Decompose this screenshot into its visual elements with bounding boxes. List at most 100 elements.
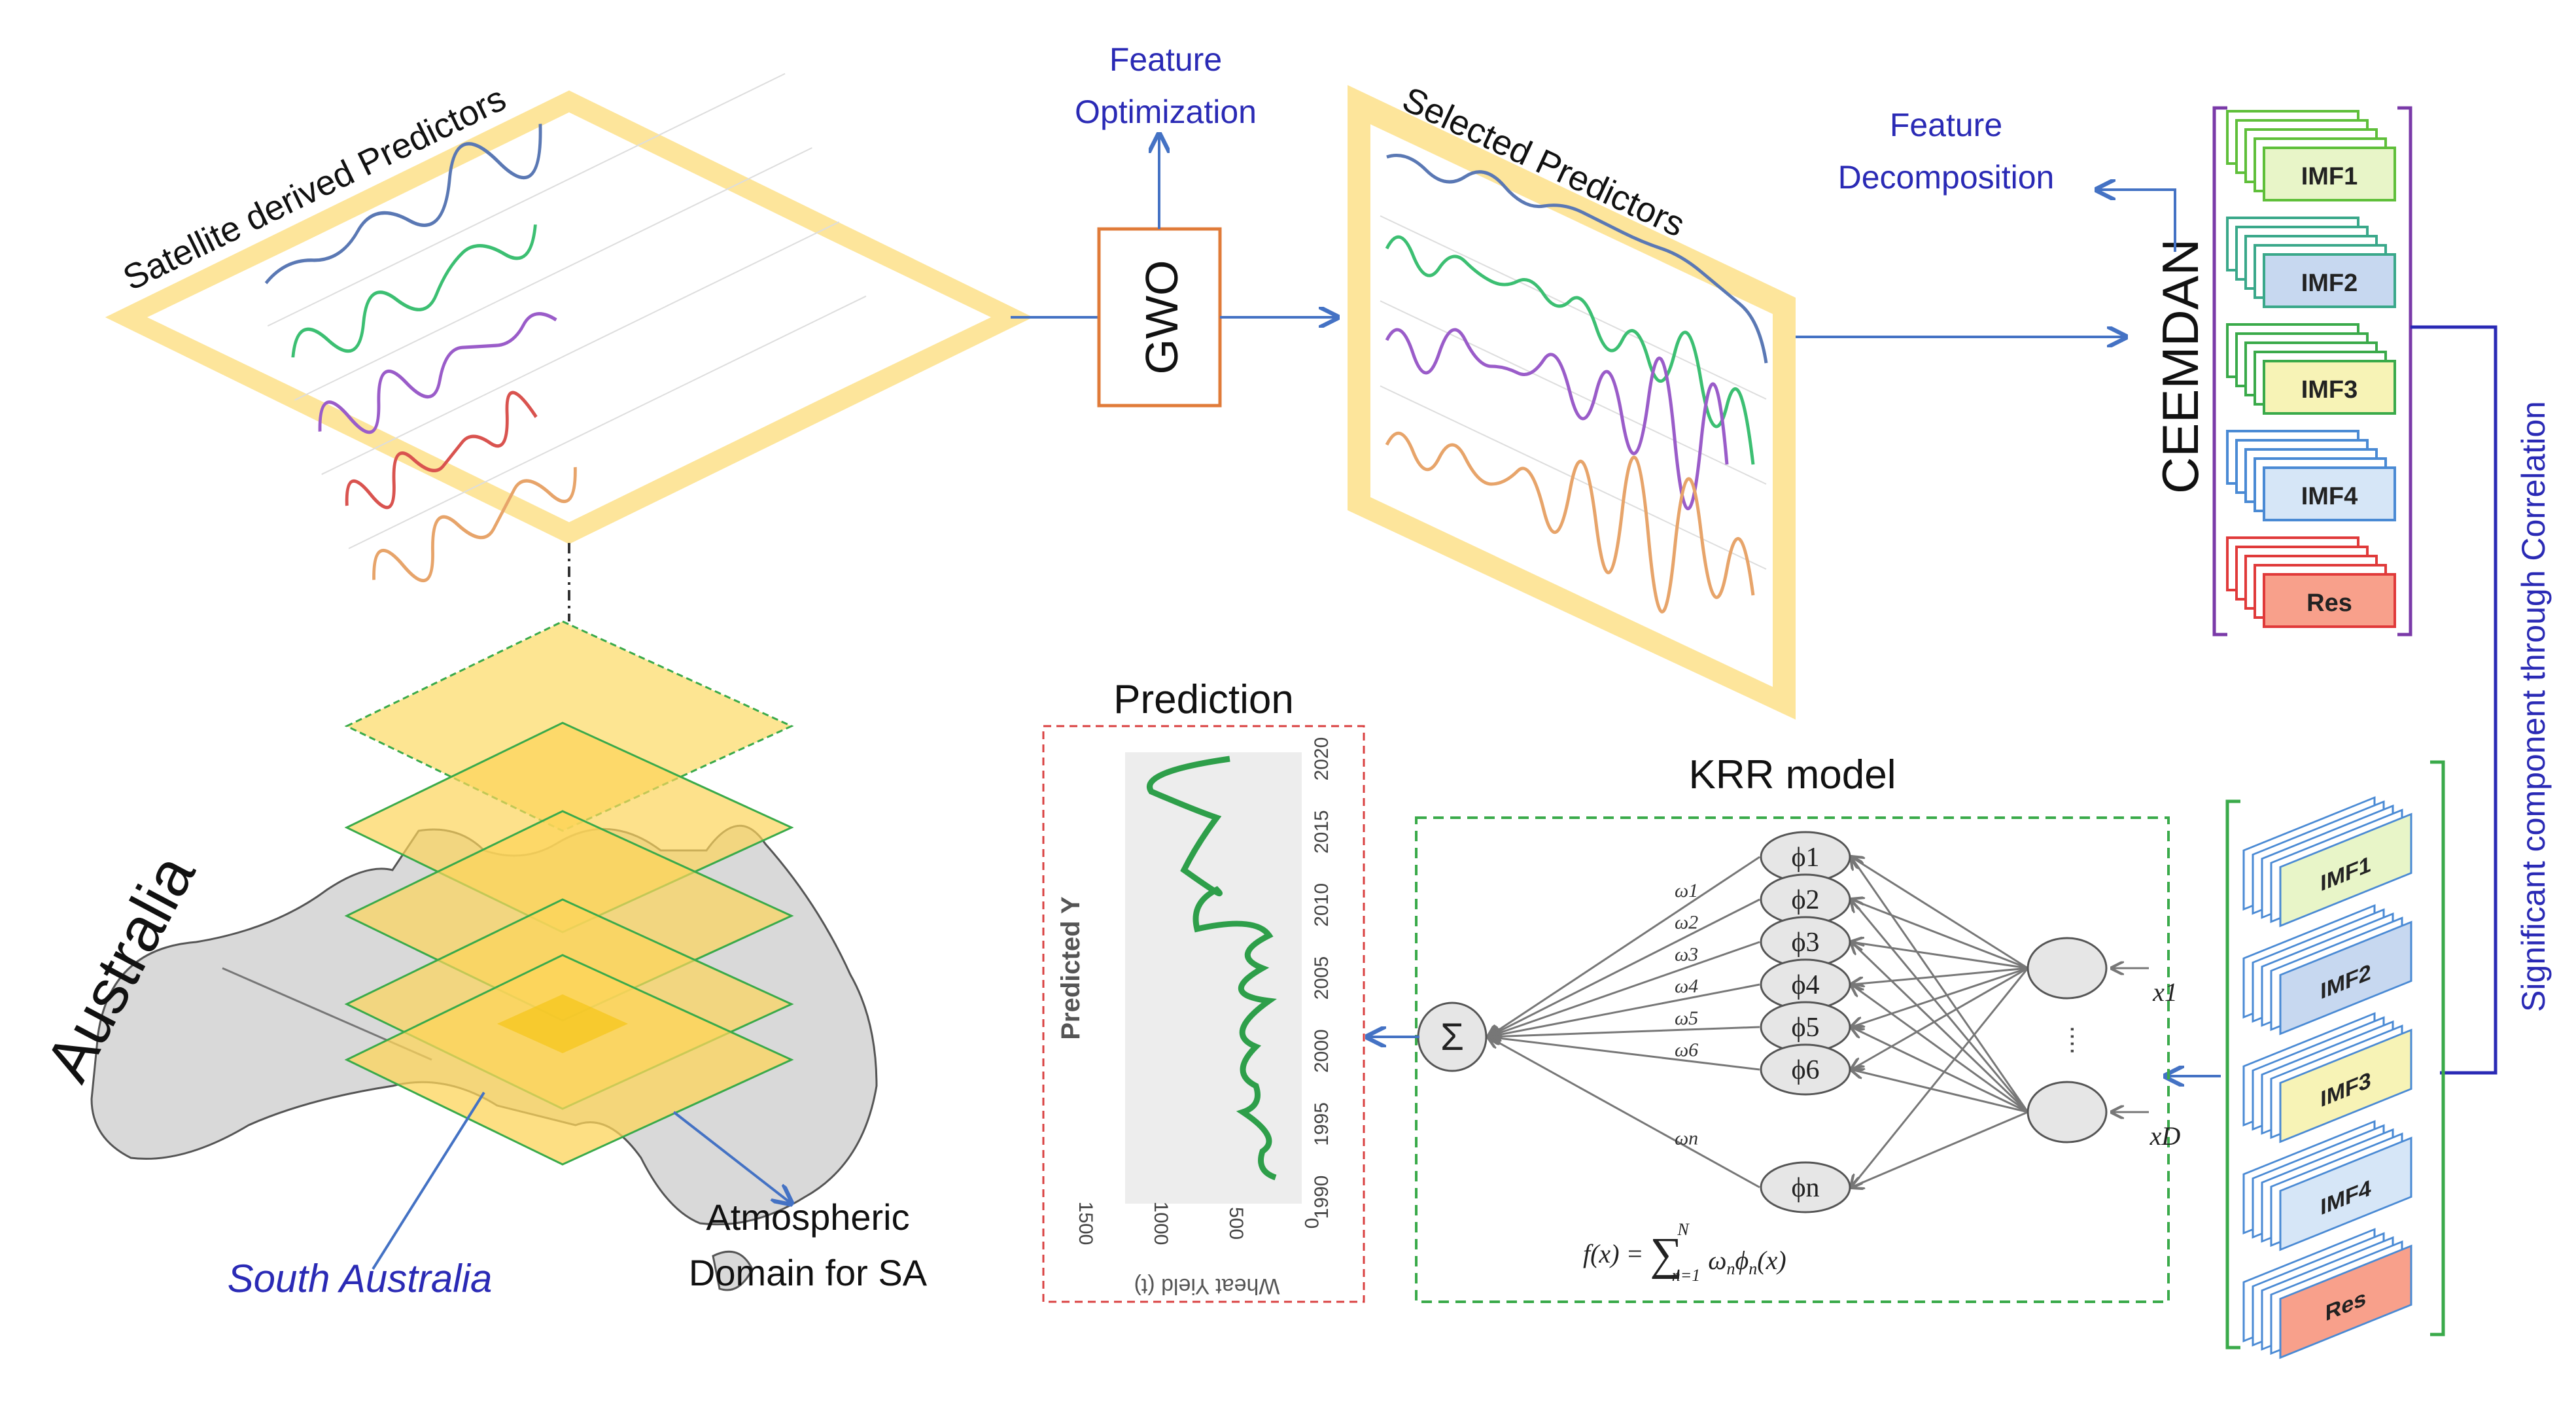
prediction-year-tick: 2020 (1311, 737, 1332, 781)
imf-bottom-res: Res (2242, 1228, 2412, 1359)
gwo-label: GWO (1136, 260, 1187, 375)
ceemdan-to-feature-decomposition-arrow (2097, 190, 2176, 252)
imf-bottom-imf1: IMF1 (2242, 796, 2412, 928)
krr-input-edge (1851, 1070, 2028, 1113)
satellite-predictors-panel: Satellite derived Predictors (105, 73, 1034, 582)
atmospheric-domain-label-line1: Atmospheric (706, 1196, 909, 1238)
prediction-box (1042, 725, 1365, 1303)
krr-input-label: x1 (2152, 977, 2178, 1007)
imf-right-imf3: IMF3 (2226, 323, 2396, 415)
krr-weight-label: ω3 (1675, 943, 1698, 965)
imf-right-label: IMF4 (2301, 483, 2358, 510)
imf-right-label: Res (2306, 589, 2352, 617)
feature-decomposition-label-line2: Decomposition (1838, 159, 2055, 196)
atmospheric-domain-label-line2: Domain for SA (689, 1252, 928, 1293)
krr-sum-symbol: Σ (1440, 1016, 1464, 1058)
feature-optimization-label-line1: Feature (1109, 41, 1222, 78)
prediction-yield-tick: 1000 (1150, 1202, 1172, 1246)
krr-phi-label: ϕn (1791, 1173, 1819, 1203)
krr-phi-node (1760, 1161, 1851, 1213)
prediction-yield-tick: 1500 (1075, 1202, 1096, 1246)
prediction-ylabel: Predicted Y (1056, 896, 1085, 1040)
imf-bottom-imf4: IMF4 (2242, 1120, 2412, 1251)
selected-predictors-panel: Selected Predictors (1348, 79, 1796, 720)
tasmania (712, 1250, 754, 1291)
prediction-series-line (1147, 756, 1277, 1181)
krr-input-edge (1851, 985, 2028, 1113)
south-australia-label: South Australia (228, 1257, 493, 1300)
krr-ellipsis: .... (2051, 1026, 2080, 1055)
prediction-yield-tick: 500 (1225, 1207, 1247, 1240)
prediction-title: Prediction (1113, 677, 1294, 722)
krr-model-box (1415, 816, 2170, 1303)
krr-weight-label: ω1 (1675, 880, 1698, 901)
krr-input-edge (1851, 1111, 2028, 1187)
krr-weight-label: ω4 (1675, 975, 1698, 997)
prediction-yield-tick: 0 (1300, 1218, 1322, 1229)
krr-weight-edge (1488, 1037, 1760, 1071)
imf-right-imf2: IMF2 (2226, 217, 2396, 308)
imf-right-label: IMF2 (2301, 270, 2358, 297)
krr-weight-label: ω5 (1675, 1007, 1698, 1029)
krr-weight-edge (1488, 1037, 1760, 1189)
krr-network: ω1ω2ω3ω4ω5ω6ωnΣϕ1ϕ2ϕ3ϕ4ϕ5ϕ6ϕnx1xD.... (1417, 831, 2181, 1213)
imf-right-imf1: IMF1 (2226, 110, 2396, 201)
prediction-year-tick: 2015 (1311, 810, 1332, 854)
satellite-chart-gridlines (267, 73, 867, 550)
krr-input-label: xD (2150, 1121, 2181, 1151)
krr-input-edge (1851, 899, 2028, 969)
krr-input-edge (1851, 857, 2029, 1113)
krr-phi-label: ϕ2 (1791, 885, 1819, 915)
significant-component-connector (2411, 325, 2498, 1075)
imf-bottom-imf3: IMF3 (2242, 1012, 2412, 1143)
imf-right-label: IMF3 (2301, 376, 2358, 404)
imf-bottom-imf2: IMF2 (2242, 904, 2412, 1036)
prediction-xlabel: Wheat Yield (t) (1134, 1274, 1280, 1299)
krr-input-node (2027, 1081, 2108, 1143)
prediction-year-tick: 2005 (1311, 956, 1332, 1000)
krr-input-edge (1851, 967, 2028, 1070)
imf-right-imf4: IMF4 (2226, 430, 2396, 521)
krr-input-node (2027, 937, 2108, 1000)
feature-decomposition-label-line1: Feature (1890, 107, 2002, 143)
selected-chart-curves (1385, 154, 1768, 614)
krr-input-edge (1851, 1027, 2028, 1113)
krr-weight-edge (1488, 983, 1760, 1037)
krr-model-title: KRR model (1689, 752, 1896, 797)
krr-input-edge (1851, 967, 2028, 1027)
krr-phi-label: ϕ1 (1791, 843, 1819, 873)
krr-input-edge (1851, 942, 2029, 1113)
krr-weight-label: ωn (1675, 1128, 1698, 1149)
ceemdan-label: CEEMDAN (2151, 239, 2209, 494)
atmospheric-layers (344, 620, 794, 1166)
prediction-year-tick: 2010 (1311, 883, 1332, 927)
krr-weight-edge (1488, 941, 1760, 1037)
atmospheric-domain-arrow (672, 1111, 792, 1204)
krr-weight-edge (1488, 898, 1760, 1037)
south-australia-pointer (372, 1091, 485, 1270)
krr-input-edge (1851, 857, 2028, 969)
significant-component-label: Significant component through Correlatio… (2515, 401, 2552, 1012)
krr-phi-label: ϕ3 (1791, 928, 1819, 958)
prediction-plot-area (1125, 752, 1302, 1204)
krr-phi-label: ϕ5 (1791, 1013, 1819, 1043)
krr-input-edge (1851, 968, 2029, 1187)
krr-input-edge (1851, 967, 2028, 985)
satellite-chart-curves (264, 124, 577, 582)
prediction-year-tick: 1990 (1311, 1176, 1332, 1219)
imf-right-label: IMF1 (2301, 163, 2358, 190)
krr-weight-label: ω2 (1675, 912, 1698, 933)
krr-phi-node (1760, 1043, 1851, 1096)
gwo-box: GWO (1097, 227, 1222, 408)
krr-weight-label: ω6 (1675, 1039, 1698, 1061)
krr-phi-label: ϕ4 (1791, 970, 1819, 1000)
krr-weight-edge (1488, 1026, 1760, 1037)
prediction-year-tick: 1995 (1311, 1102, 1332, 1146)
feature-optimization-label-line2: Optimization (1075, 94, 1257, 130)
krr-input-edge (1851, 942, 2028, 969)
